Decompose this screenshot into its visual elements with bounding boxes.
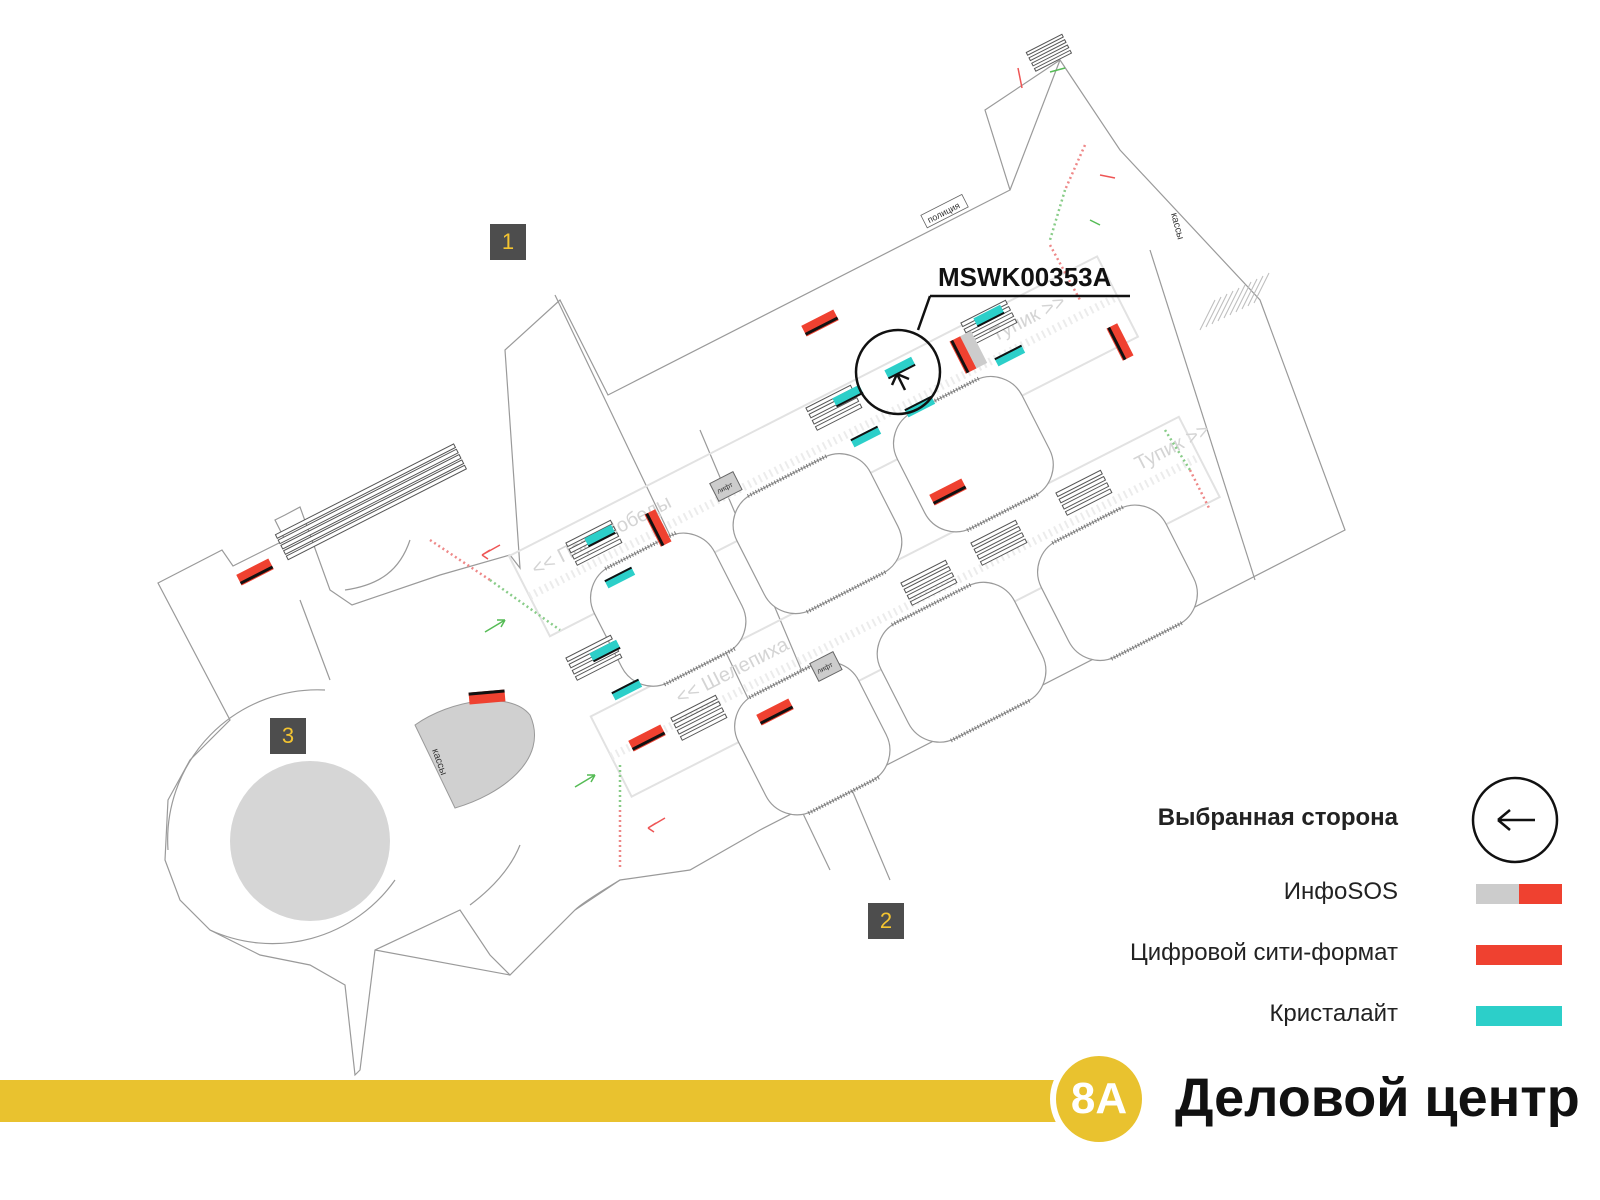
legend-infosos-label: ИнфоSOS bbox=[1283, 878, 1398, 905]
lifts: лифт лифт bbox=[709, 471, 843, 683]
flow-arrows bbox=[481, 67, 1116, 833]
legend-selected-side-icon bbox=[1471, 776, 1559, 864]
legend-digital-swatch bbox=[1476, 945, 1562, 965]
turnstiles bbox=[429, 144, 1212, 870]
ad-surfaces bbox=[236, 304, 1134, 752]
legend-digital-label: Цифровой сити-формат bbox=[1129, 939, 1398, 966]
exit-badge-3: 3 bbox=[270, 718, 306, 754]
exit-badge-1: 1 bbox=[490, 224, 526, 260]
exit-badge-2: 2 bbox=[868, 903, 904, 939]
legend-infosos-swatch bbox=[1476, 884, 1562, 904]
kassy-label-2: кассы bbox=[1168, 212, 1186, 241]
line-color-bar bbox=[0, 1080, 1060, 1122]
station-name: Деловой центр bbox=[1175, 1068, 1580, 1128]
kassy-hall: кассы bbox=[414, 700, 536, 809]
legend-selected-side-label: Выбранная сторона bbox=[1157, 804, 1398, 831]
stairs bbox=[1199, 272, 1270, 331]
selected-surface bbox=[884, 356, 916, 380]
legend-crystalight-label: Кристалайт bbox=[1269, 1000, 1398, 1027]
legend-crystalight-swatch bbox=[1476, 1006, 1562, 1026]
line-badge: 8А bbox=[1050, 1050, 1148, 1148]
selected-code-label: MSWK00353A bbox=[938, 262, 1112, 297]
escalators bbox=[274, 33, 1113, 741]
rotunda bbox=[167, 689, 396, 945]
platforms: << Парк Победы Тупик >> << Шелепиха Тупи… bbox=[507, 255, 1222, 816]
